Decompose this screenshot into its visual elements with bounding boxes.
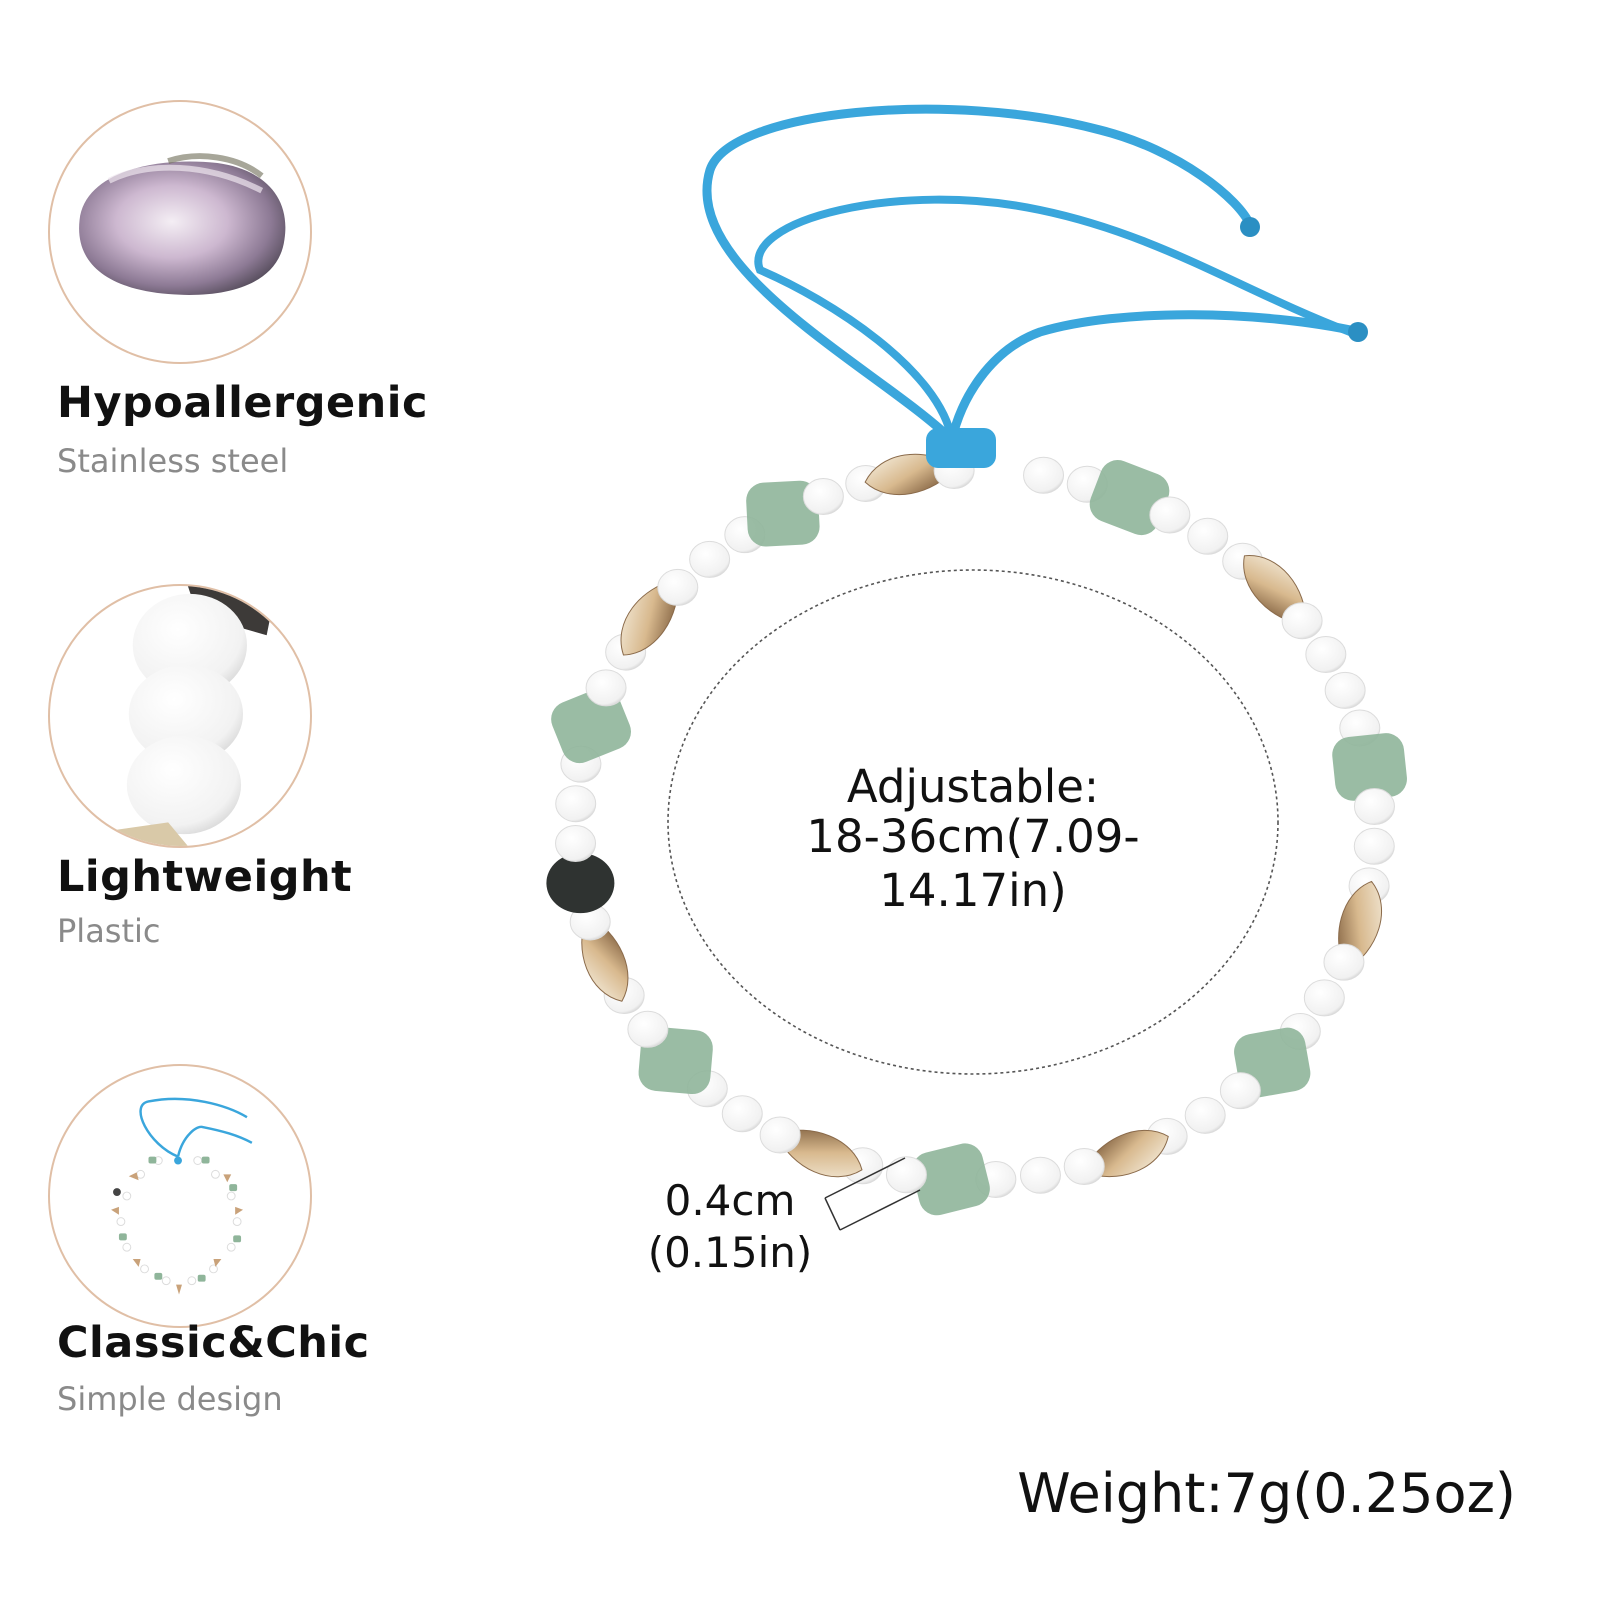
cord [702,104,1365,445]
adjustable-label: Adjustable: [846,760,1100,813]
white-bead [1303,979,1345,1017]
white-bead [1187,517,1229,555]
green-stone [746,480,820,547]
anklet-icon [48,1064,312,1328]
bead-size: 0.4cm [664,1176,796,1225]
white-bead [802,477,844,515]
feature-title: Hypoallergenic [57,378,428,428]
weight-label: Weight:7g(0.25oz) [1017,1462,1516,1525]
white-bead [689,540,731,578]
white-bead [1323,943,1365,981]
feature-subtitle: Plastic [57,912,161,950]
beads-icon [48,584,312,848]
anklet-product-image: Adjustable: 18-36cm(7.09-14.17in) 0.4cm … [480,70,1500,1330]
bead-size-bracket [824,1157,921,1231]
feature-subtitle: Simple design [57,1380,283,1418]
bead-size-imperial: (0.15in) [647,1228,813,1277]
white-bead [1305,635,1347,673]
bead-ring [546,428,1407,1216]
white-bead [1281,602,1323,640]
cord-ends [1240,217,1368,342]
green-stone [1332,733,1407,801]
white-bead [1019,1156,1061,1194]
dark-stone [546,853,615,914]
white-bead [1023,456,1065,494]
white-bead [1063,1148,1105,1186]
white-bead [657,568,699,606]
white-bead [1149,496,1191,534]
feature-subtitle: Stainless steel [57,442,289,480]
white-bead [585,669,627,707]
white-bead [1353,787,1395,825]
white-bead [1324,671,1366,709]
white-bead [555,785,597,823]
white-bead [1184,1096,1226,1134]
anklet-illustration [546,104,1407,1231]
white-bead [885,1156,927,1194]
white-bead [1353,827,1395,865]
sliding-knot [926,428,996,468]
white-bead [1219,1072,1261,1110]
green-stone [551,687,632,764]
shell-icon [48,100,312,364]
green-stone [912,1143,990,1216]
white-bead [759,1116,801,1154]
white-bead [555,825,597,863]
feature-title: Classic&Chic [57,1318,370,1368]
white-bead [721,1095,763,1133]
adjustable-range: 18-36cm(7.09-14.17in) [806,810,1140,917]
size-guide-circle [667,569,1279,1075]
white-bead [627,1010,669,1048]
feature-title: Lightweight [57,852,353,902]
